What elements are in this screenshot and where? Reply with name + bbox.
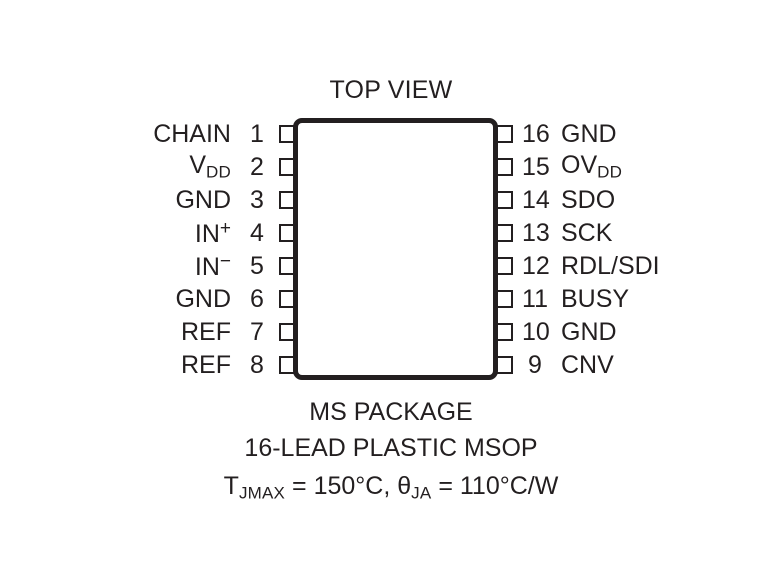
pin-label-1: CHAIN [153, 119, 231, 148]
pin-label-2-subscript: DD [206, 162, 231, 182]
tjmax-value: = 150°C, [285, 472, 398, 500]
pin-label-5: IN− [194, 251, 231, 281]
pin-row-3: GND 3 [175, 184, 304, 216]
pin-label-14: SDO [561, 185, 616, 214]
pin-row-6: GND 6 [175, 283, 304, 315]
pin-label-11: BUSY [561, 284, 630, 313]
pin-number-9: 9 [528, 350, 542, 379]
tjmax-subscript: JMAX [238, 483, 286, 503]
pin-row-15: 15 OVDD [488, 151, 623, 183]
pin-label-15-subscript: DD [597, 162, 623, 182]
pin-label-8: REF [181, 350, 231, 379]
pin-number-15: 15 [522, 152, 550, 181]
pin-row-10: 10 GND [488, 316, 617, 348]
thermal-spec-caption: TJMAX = 150°C, θJA = 110°C/W [0, 472, 782, 503]
pin-number-13: 13 [522, 218, 550, 247]
theta-subscript: JA [411, 483, 432, 503]
left-pin-column: CHAIN 1 VDD 2 GND 3 IN+ 4 IN− 5 GND 6 [120, 118, 304, 381]
pin-row-13: 13 SCK [488, 217, 613, 249]
package-type-caption: 16-LEAD PLASTIC MSOP [244, 434, 538, 462]
pin-label-10: GND [561, 317, 617, 346]
pin-number-11: 11 [522, 284, 548, 313]
package-name-caption: MS PACKAGE [309, 398, 473, 426]
pin-label-12: RDL/SDI [561, 251, 660, 280]
diagram-title: TOP VIEW [329, 76, 453, 104]
pin-row-5: IN− 5 [194, 250, 304, 282]
pin-row-2: VDD 2 [189, 151, 304, 183]
pin-number-8: 8 [250, 350, 264, 379]
pin-number-4: 4 [250, 218, 264, 247]
pin-number-1: 1 [250, 119, 264, 148]
pin-number-14: 14 [522, 185, 550, 214]
pin-label-3: GND [175, 185, 231, 214]
pin-row-8: REF 8 [181, 349, 304, 381]
pin-label-4-superscript: + [219, 218, 231, 240]
pin-number-6: 6 [250, 284, 264, 313]
pin-label-4: IN+ [194, 218, 231, 248]
pin-number-7: 7 [250, 317, 264, 346]
pin-number-12: 12 [522, 251, 550, 280]
tjmax-symbol: T [223, 472, 239, 500]
pin-row-14: 14 SDO [488, 184, 616, 216]
pin-label-5-superscript: − [219, 251, 231, 273]
pin-row-11: 11 BUSY [488, 283, 630, 315]
pin-number-5: 5 [250, 251, 264, 280]
theta-value: = 110°C/W [431, 472, 559, 500]
pin-row-16: 16 GND [488, 118, 617, 150]
pin-label-16: GND [561, 119, 617, 148]
pin-label-6: GND [175, 284, 231, 313]
pin-row-7: REF 7 [181, 316, 304, 348]
pin-row-12: 12 RDL/SDI [488, 250, 660, 282]
pin-label-15: OVDD [561, 151, 623, 182]
package-body-outline [293, 118, 498, 380]
pin-row-4: IN+ 4 [194, 217, 304, 249]
pin-number-2: 2 [250, 152, 264, 181]
pin-label-7: REF [181, 317, 231, 346]
pin-number-16: 16 [522, 119, 550, 148]
pin-label-9: CNV [561, 350, 614, 379]
pin-label-2: VDD [189, 151, 231, 182]
right-pin-column: 16 GND 15 OVDD 14 SDO 13 SCK 12 RDL/SDI … [488, 118, 712, 381]
theta-symbol: θ [397, 472, 412, 500]
pin-row-1: CHAIN 1 [153, 118, 304, 150]
pin-number-10: 10 [522, 317, 550, 346]
pin-number-3: 3 [250, 185, 264, 214]
pin-label-13: SCK [561, 218, 613, 247]
pin-row-9: 9 CNV [488, 349, 614, 381]
